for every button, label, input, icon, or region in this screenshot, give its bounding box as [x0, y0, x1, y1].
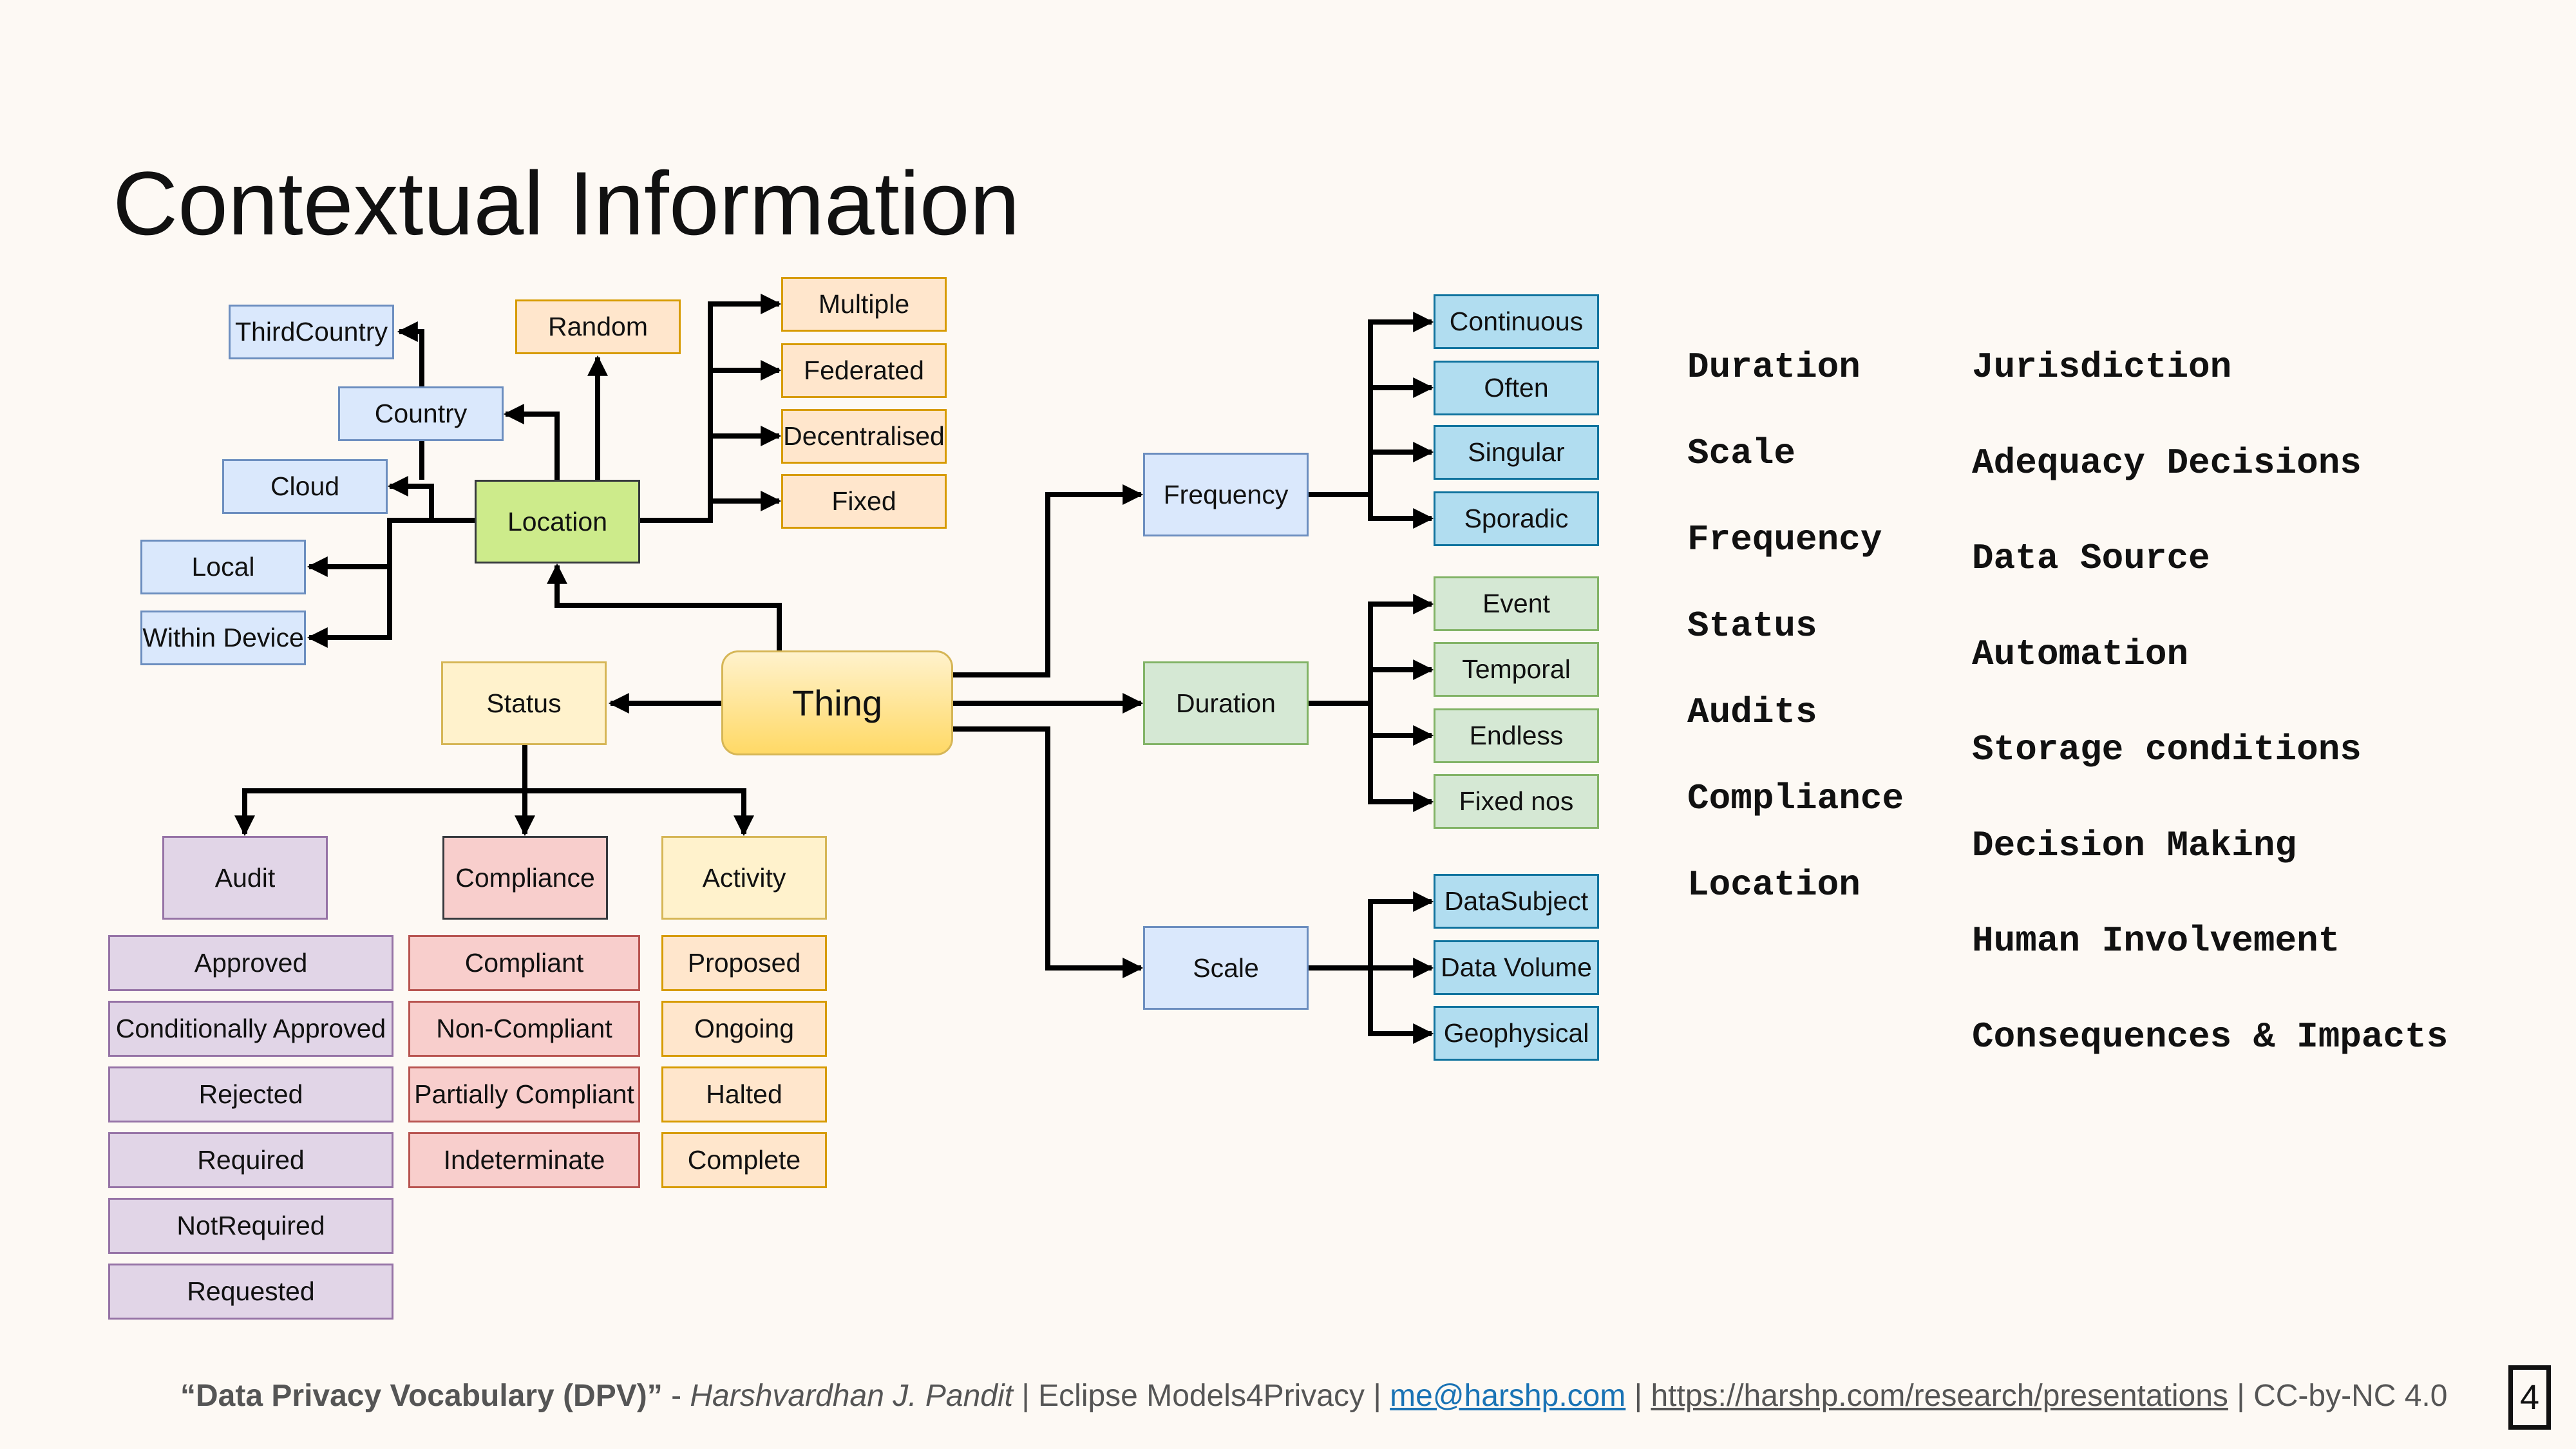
footer-url-link[interactable]: https://harshp.com/research/presentation… [1651, 1379, 2228, 1413]
left-keyword: Status [1687, 605, 1817, 647]
node-federated: Federated [781, 343, 947, 398]
left-keyword: Scale [1687, 433, 1796, 474]
footer: “Data Privacy Vocabulary (DPV)” - Harshv… [180, 1378, 2447, 1414]
page-number: 4 [2508, 1365, 2551, 1430]
node-country: Country [338, 386, 504, 441]
edge-thing-frequency [952, 484, 1144, 677]
node-audit: Audit [162, 836, 328, 920]
activity-item: Ongoing [661, 1001, 827, 1057]
node-thing: Thing [721, 650, 953, 755]
edge-location-multiple [639, 294, 782, 523]
node-decentralised: Decentralised [781, 409, 947, 464]
node-fixed-nos: Fixed nos [1434, 774, 1599, 829]
footer-quote: “Data Privacy Vocabulary (DPV)” [180, 1379, 663, 1413]
compliance-item: Compliant [408, 935, 640, 991]
compliance-item: Non-Compliant [408, 1001, 640, 1057]
edge-frequency-continuous [1309, 312, 1434, 497]
left-keyword: Location [1687, 864, 1861, 905]
left-keyword: Frequency [1687, 519, 1882, 560]
node-data-volume: Data Volume [1434, 940, 1599, 995]
node-temporal: Temporal [1434, 642, 1599, 697]
audit-item: Conditionally Approved [108, 1001, 393, 1057]
footer-author: Harshvardhan J. Pandit [690, 1379, 1013, 1413]
node-endless: Endless [1434, 708, 1599, 763]
right-keyword: Adequacy Decisions [1972, 442, 2362, 484]
activity-item: Halted [661, 1066, 827, 1122]
left-keyword: Duration [1687, 346, 1861, 388]
edge-duration-fixednos [1368, 735, 1434, 812]
audit-item: Required [108, 1132, 393, 1188]
left-keyword: Compliance [1687, 778, 1904, 819]
node-duration: Duration [1143, 661, 1309, 745]
node-event: Event [1434, 576, 1599, 631]
edge-status-activity [525, 788, 754, 837]
audit-item: Requested [108, 1264, 393, 1320]
audit-item: NotRequired [108, 1198, 393, 1254]
node-frequency: Frequency [1143, 453, 1309, 536]
node-multiple: Multiple [781, 277, 947, 332]
edge-location-withindevice [307, 567, 392, 648]
node-status: Status [441, 661, 607, 745]
node-datasubject: DataSubject [1434, 874, 1599, 929]
footer-sep2: | [1625, 1379, 1651, 1413]
node-sporadic: Sporadic [1434, 491, 1599, 546]
edge-location-local [307, 518, 475, 577]
node-often: Often [1434, 361, 1599, 415]
footer-dash: - [662, 1379, 690, 1413]
left-keyword: Audits [1687, 692, 1817, 733]
node-activity: Activity [661, 836, 827, 920]
edge-thing-location [547, 563, 782, 650]
edge-scale-geophysical [1368, 968, 1434, 1044]
right-keyword: Storage conditions [1972, 729, 2362, 770]
edge-status-audit [234, 745, 527, 837]
compliance-item: Indeterminate [408, 1132, 640, 1188]
edge-duration-event [1309, 594, 1434, 706]
edge-thing-scale [952, 726, 1144, 978]
node-within-device: Within Device [140, 611, 306, 665]
node-location: Location [475, 480, 640, 564]
node-continuous: Continuous [1434, 294, 1599, 349]
audit-item: Approved [108, 935, 393, 991]
node-random: Random [515, 299, 681, 354]
edge-duration-endless [1368, 703, 1434, 746]
footer-email-link[interactable]: me@harshp.com [1390, 1379, 1626, 1413]
right-keyword: Automation [1972, 633, 2189, 675]
compliance-item: Partially Compliant [408, 1066, 640, 1122]
node-thirdcountry: ThirdCountry [229, 305, 394, 359]
edge-scale-datasubject [1309, 891, 1434, 971]
node-geophysical: Geophysical [1434, 1006, 1599, 1061]
right-keyword: Decision Making [1972, 824, 2297, 866]
right-keyword: Human Involvement [1972, 920, 2340, 961]
audit-item: Rejected [108, 1066, 393, 1122]
footer-license: | CC-by-NC 4.0 [2228, 1379, 2448, 1413]
activity-item: Complete [661, 1132, 827, 1188]
node-singular: Singular [1434, 425, 1599, 480]
right-keyword: Consequences & Impacts [1972, 1016, 2448, 1057]
edge-location-cloud [387, 476, 434, 520]
node-scale: Scale [1143, 926, 1309, 1010]
footer-sep1: | Eclipse Models4Privacy | [1013, 1379, 1390, 1413]
node-compliance: Compliance [442, 836, 608, 920]
node-cloud: Cloud [222, 459, 388, 514]
activity-item: Proposed [661, 935, 827, 991]
right-keyword: Data Source [1972, 538, 2210, 579]
right-keyword: Jurisdiction [1972, 346, 2232, 388]
edge-location-country [503, 404, 560, 480]
node-local: Local [140, 540, 306, 594]
edge-frequency-sporadic [1368, 495, 1434, 529]
slide-title: Contextual Information [113, 153, 1020, 254]
node-fixed: Fixed [781, 474, 947, 529]
